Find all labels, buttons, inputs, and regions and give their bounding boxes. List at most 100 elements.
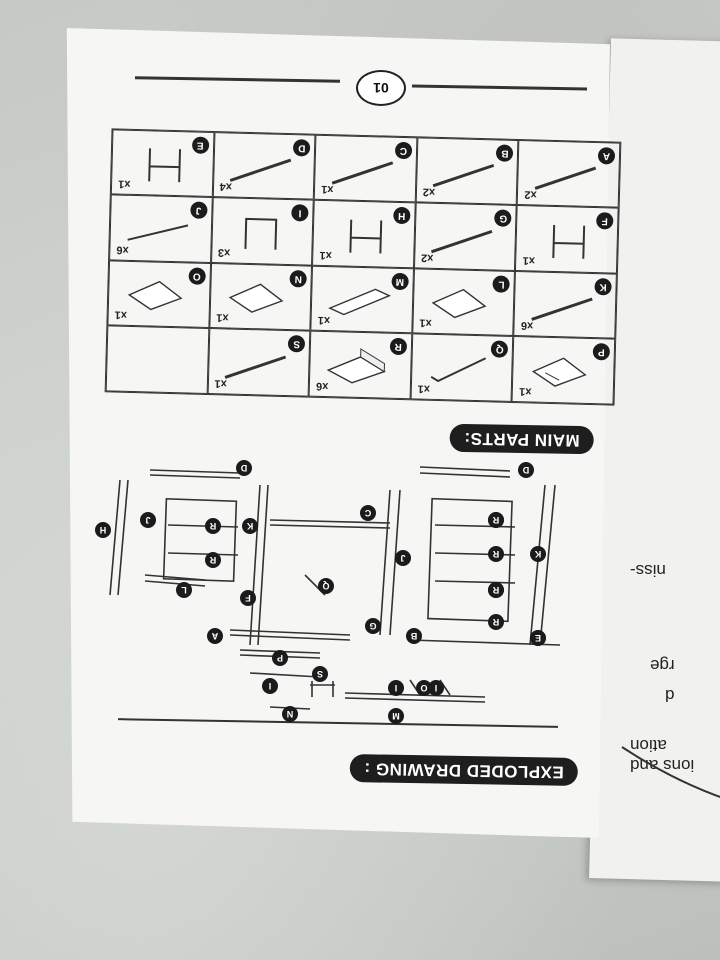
part-illustration [531, 357, 587, 387]
exploded-drawing-heading: EXPLODED DRAWING : [349, 754, 579, 786]
drawing-part-label: K [242, 518, 258, 534]
part-quantity: x1 [519, 385, 532, 398]
drawing-part-label: B [406, 628, 422, 644]
drawing-part-label: F [240, 590, 256, 606]
drawing-part-label: L [176, 582, 192, 598]
part-illustration [552, 224, 586, 259]
drawing-part-label: I [388, 680, 404, 696]
part-letter-badge: A [597, 147, 616, 165]
part-quantity: x3 [217, 246, 231, 259]
part-illustration [432, 289, 487, 319]
part-illustration [331, 161, 394, 186]
part-quantity: x1 [117, 178, 131, 191]
drawing-part-label: H [95, 522, 111, 538]
part-illustration [127, 224, 188, 241]
part-letter-badge: B [496, 144, 514, 162]
drawing-part-label: M [388, 708, 404, 724]
part-quantity: x2 [524, 188, 537, 202]
part-quantity: x1 [417, 382, 431, 395]
part-quantity: x2 [422, 186, 436, 199]
part-letter-badge: C [394, 141, 413, 160]
part-quantity: x1 [317, 314, 331, 327]
drawing-part-label: N [282, 706, 298, 722]
part-letter-badge: G [494, 209, 512, 228]
side-text-3: rge [650, 656, 675, 675]
part-quantity: x1 [419, 316, 432, 330]
part-cell [105, 325, 209, 394]
side-text-1: niss- [630, 561, 666, 580]
part-letter-badge: S [287, 335, 306, 354]
part-letter-badge: L [492, 275, 511, 293]
part-illustration [147, 148, 181, 183]
part-quantity: x6 [116, 243, 129, 256]
drawing-part-label: K [530, 546, 546, 562]
part-illustration [244, 217, 278, 250]
part-illustration [127, 281, 183, 311]
part-illustration [534, 167, 597, 191]
part-quantity: x4 [219, 180, 233, 194]
part-quantity: x1 [216, 311, 229, 324]
part-quantity: x6 [315, 379, 329, 393]
drawing-part-label: R [488, 512, 504, 528]
part-quantity: x6 [520, 319, 534, 332]
drawing-part-label: C [360, 505, 376, 521]
part-illustration [327, 289, 391, 316]
drawing-part-label: D [236, 460, 252, 476]
part-letter-badge: M [391, 272, 409, 291]
part-illustration [431, 229, 493, 254]
exploded-drawing [109, 466, 560, 710]
part-letter-badge: F [596, 212, 614, 231]
drawing-part-label: P [272, 650, 288, 666]
part-illustration [326, 348, 386, 384]
drawing-part-label: J [395, 550, 411, 566]
part-letter-badge: E [191, 136, 209, 154]
part-quantity: x1 [522, 254, 536, 267]
drawing-part-label: I [262, 678, 278, 694]
drawing-part-label: R [488, 614, 504, 630]
drawing-part-label: S [312, 666, 328, 682]
part-illustration [433, 164, 495, 188]
drawing-part-label: Q [318, 578, 334, 594]
drawing-part-label: R [205, 552, 221, 568]
part-illustration [431, 357, 487, 383]
side-arc-line [621, 746, 720, 798]
drawing-part-label: R [488, 546, 504, 562]
page-number: 01 [356, 70, 406, 106]
drawing-part-label: J [140, 512, 156, 528]
drawing-part-label: G [365, 618, 381, 634]
part-letter-badge: N [289, 270, 308, 288]
side-text-2: d [665, 686, 675, 705]
part-quantity: x2 [420, 251, 434, 264]
part-quantity: x1 [319, 248, 332, 262]
drawing-part-label: A [207, 628, 223, 644]
part-quantity: x1 [114, 309, 128, 322]
part-letter-badge: I [291, 204, 309, 223]
part-letter-badge: O [188, 267, 206, 285]
part-illustration [531, 298, 593, 322]
drawing-part-label: E [530, 630, 546, 646]
drawing-part-label: I [428, 680, 444, 696]
part-letter-badge: P [592, 343, 611, 361]
part-letter-badge: Q [491, 340, 509, 359]
drawing-part-label: D [518, 462, 534, 478]
part-letter-badge: R [389, 338, 407, 356]
part-letter-badge: K [594, 278, 612, 296]
